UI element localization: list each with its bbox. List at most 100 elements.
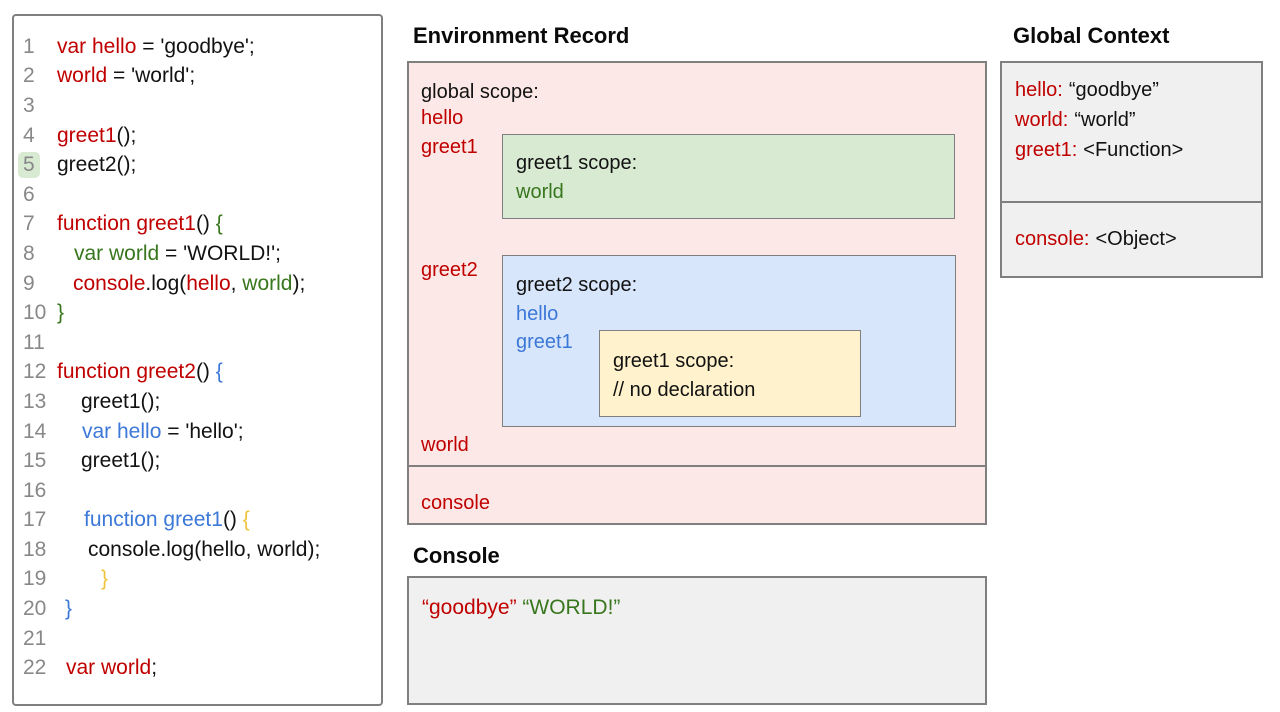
code-segment: “goodbye”	[422, 596, 517, 619]
code-panel: 1 var hello = 'goodbye'; 2 world = 'world';…	[12, 14, 383, 706]
variable-name: console:	[1015, 228, 1090, 250]
code-lines: 1 var hello = 'goodbye'; 2 world = 'world';…	[14, 32, 381, 683]
global-var-greet2: greet2	[421, 259, 478, 281]
console-title: Console	[413, 543, 500, 568]
code-line: 17 function greet1() {	[14, 506, 381, 536]
line-number-text: 4	[23, 123, 35, 147]
line-number: 21	[14, 626, 57, 652]
code-text: var hello = 'hello';	[57, 420, 244, 444]
code-segment: ()	[195, 360, 216, 384]
line-number: 3	[14, 93, 57, 119]
global-context-console-row: console:<Object>	[1015, 224, 1261, 254]
global-console-row-box: console	[407, 465, 987, 525]
code-text: function greet2() {	[57, 360, 223, 384]
code-segment: }	[57, 301, 65, 325]
line-number-text: 17	[23, 508, 47, 532]
code-segment: {	[215, 360, 223, 384]
line-number-text: 21	[23, 626, 47, 650]
line-number-text: 13	[23, 389, 47, 413]
line-number-text: 11	[23, 330, 45, 354]
code-segment: ;	[151, 656, 158, 680]
code-line: 20}	[14, 594, 381, 624]
current-line-highlight: 5	[18, 152, 40, 179]
greet1-scope-var-world: world	[516, 180, 564, 203]
code-segment: ,	[230, 271, 243, 295]
global-context-variable-row: world:“world”	[1015, 105, 1261, 135]
code-segment: var world	[66, 656, 152, 680]
global-var-console: console	[421, 492, 490, 514]
code-segment: function greet1	[57, 212, 196, 236]
code-segment: greet1	[57, 123, 117, 147]
code-line: 10}	[14, 298, 381, 328]
line-number: 15	[14, 448, 57, 474]
global-context-variables-box: hello:“goodbye”world:“world”greet1:<Func…	[1000, 61, 1263, 203]
code-segment: world	[57, 64, 108, 88]
code-line: 16	[14, 476, 381, 506]
variable-name: greet1:	[1015, 139, 1078, 161]
code-segment: function greet2	[57, 360, 196, 384]
code-text: var hello = 'goodbye';	[57, 35, 255, 59]
code-line: 2 world = 'world';	[14, 62, 381, 92]
code-segment: function greet1	[84, 508, 223, 532]
line-number-text: 1	[23, 34, 35, 58]
line-number-text: 9	[23, 271, 35, 295]
variable-name: world:	[1015, 109, 1069, 131]
line-number: 10	[14, 300, 57, 326]
greet2-scope-box: greet2 scope: hello greet1 greet1 scope:…	[502, 255, 956, 427]
code-text: function greet1() {	[57, 508, 250, 532]
line-number: 17	[14, 507, 57, 533]
line-number-text: 3	[23, 93, 35, 117]
code-segment: ()	[195, 212, 216, 236]
code-line: 12 function greet2() {	[14, 358, 381, 388]
code-segment: }	[101, 567, 109, 591]
line-number-text: 12	[23, 360, 47, 384]
line-number-text: 7	[23, 212, 35, 236]
global-var-hello: hello	[421, 107, 464, 129]
line-number: 2	[14, 63, 57, 89]
code-line: 21	[14, 624, 381, 654]
code-segment: var world	[74, 241, 160, 265]
inner-greet1-scope-comment: // no declaration	[613, 378, 756, 401]
code-segment: hello	[186, 271, 231, 295]
global-var-world: world	[421, 434, 469, 456]
line-number: 7	[14, 211, 57, 237]
code-text: var world = 'WORLD!';	[57, 242, 281, 266]
global-context-variable-row: hello:“goodbye”	[1015, 75, 1261, 105]
code-segment: .log(	[145, 271, 187, 295]
line-number: 16	[14, 478, 57, 504]
code-segment: = 'WORLD!';	[159, 241, 281, 265]
line-number: 19	[14, 566, 57, 592]
code-segment: = 'goodbye';	[136, 34, 255, 58]
line-number-text: 2	[23, 64, 35, 88]
line-number: 1	[14, 34, 57, 60]
code-line: 6	[14, 180, 381, 210]
global-scope-label: global scope:	[421, 81, 539, 103]
code-text: }	[57, 301, 64, 325]
code-segment: }	[65, 597, 73, 621]
code-segment: = 'hello';	[161, 419, 244, 443]
code-text: greet1();	[57, 449, 160, 473]
code-text: greet1();	[57, 124, 136, 148]
greet2-scope-var-hello: hello	[516, 302, 559, 325]
code-segment: greet1();	[81, 449, 161, 473]
console-output-box: “goodbye” “WORLD!”	[407, 576, 987, 705]
variable-value: “goodbye”	[1068, 79, 1159, 101]
code-text: console.log(hello, world);	[57, 538, 320, 562]
code-segment: ();	[116, 123, 137, 147]
code-line: 19}	[14, 565, 381, 595]
global-context-console-box: console:<Object>	[1000, 201, 1263, 278]
line-number-text: 10	[23, 301, 47, 325]
inner-greet1-scope-box: greet1 scope: // no declaration	[599, 330, 861, 417]
global-scope-box: global scope: hello greet1 greet2 world …	[407, 61, 987, 467]
code-segment: var hello	[57, 34, 137, 58]
code-line: 3	[14, 91, 381, 121]
line-number-text: 6	[23, 182, 35, 206]
code-line: 4 greet1();	[14, 121, 381, 151]
code-segment: = 'world';	[107, 64, 196, 88]
